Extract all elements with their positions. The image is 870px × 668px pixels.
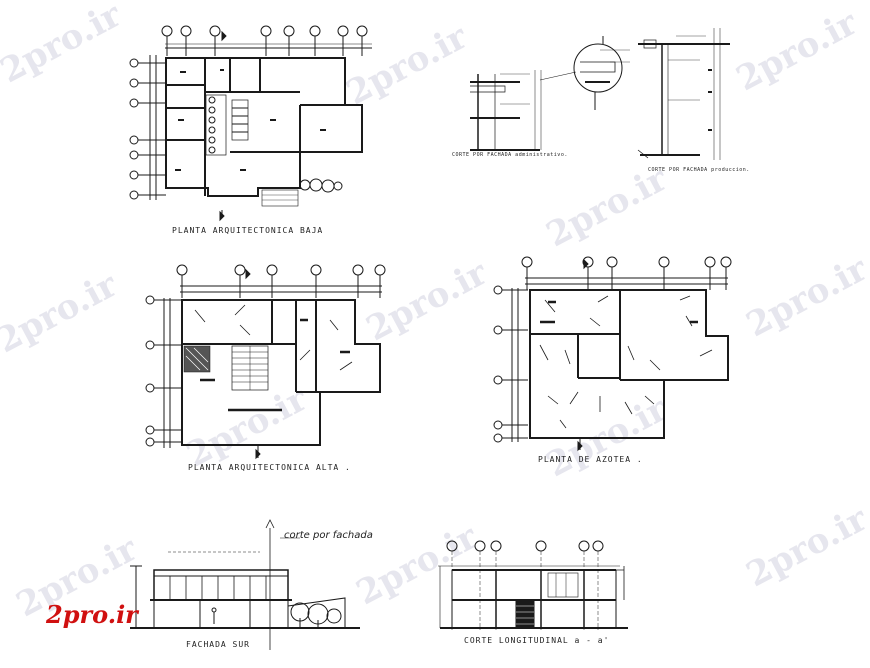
fachada-sur-elevation xyxy=(130,519,360,650)
corte-longitudinal-section xyxy=(438,540,628,630)
corte-produccion xyxy=(637,28,730,160)
planta-baja-plan xyxy=(129,25,372,222)
label-corte-por-fachada: corte por fachada xyxy=(284,530,373,541)
label-corte-longitudinal: CORTE LONGITUDINAL a - a' xyxy=(464,636,610,645)
label-fachada-sur: FACHADA SUR xyxy=(186,640,250,649)
label-planta-alta: PLANTA ARQUITECTONICA ALTA . xyxy=(188,463,351,472)
site-logo: 2pro.ir xyxy=(46,600,138,629)
label-corte-produccion: CORTE POR FACHADA produccion. xyxy=(648,167,750,173)
label-planta-azotea: PLANTA DE AZOTEA . xyxy=(538,455,643,464)
label-planta-baja: PLANTA ARQUITECTONICA BAJA xyxy=(172,226,324,235)
planta-azotea-plan xyxy=(493,256,732,452)
corte-administrativo xyxy=(470,36,630,151)
label-corte-administrativo: CORTE POR FACHADA administrativo. xyxy=(452,152,568,158)
planta-alta-plan xyxy=(145,264,386,460)
